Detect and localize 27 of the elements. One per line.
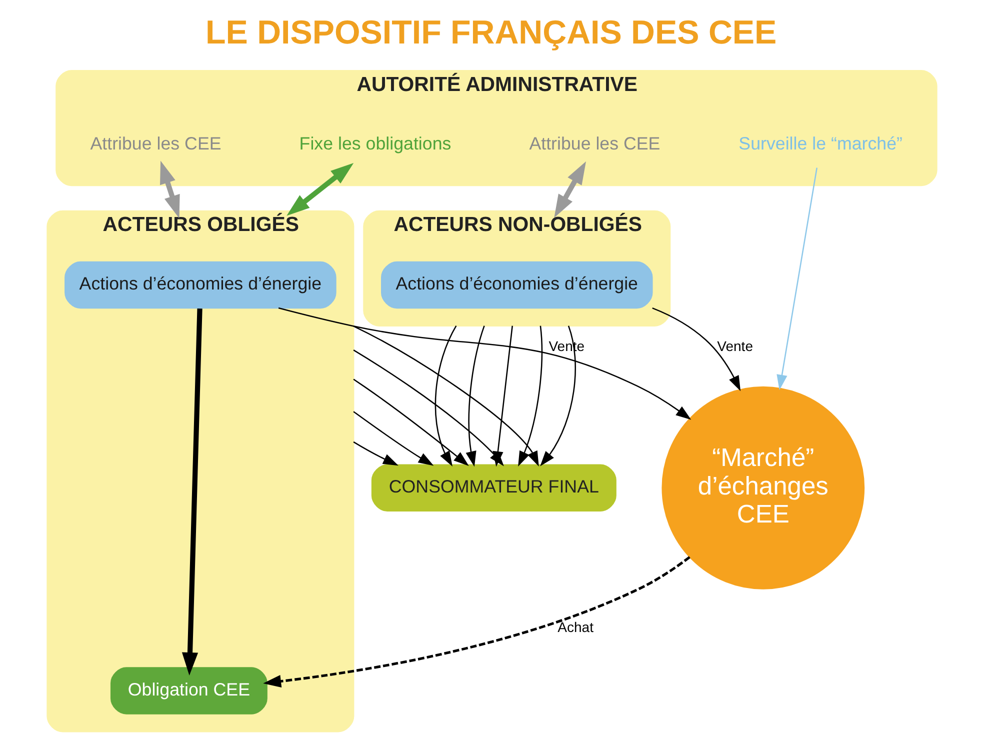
arrow [262, 556, 690, 688]
node-circle: “Marché” d’échanges CEE [661, 386, 864, 590]
node-box: Obligation CEE [110, 667, 267, 714]
edge-label: Achat [557, 618, 593, 635]
node-box: Actions d’économies d’énergie [380, 261, 652, 309]
node-text: Surveille le “marché” [738, 133, 902, 154]
node-box: Actions d’économies d’énergie [64, 261, 336, 309]
arrow [465, 326, 484, 467]
arrow [352, 378, 468, 466]
node-text: Fixe les obligations [298, 133, 451, 154]
arrow [518, 326, 542, 467]
arrow [776, 168, 818, 390]
arrow [286, 162, 354, 216]
node-box: CONSOMMATEUR FINAL [370, 464, 616, 512]
arrow [434, 326, 456, 466]
diagram-title: LE DISPOSITIF FRANÇAIS DES CEE [205, 14, 776, 52]
arrow [352, 411, 434, 466]
arrow [160, 160, 180, 218]
node-text: Attribue les CEE [528, 133, 660, 154]
arrow [554, 161, 586, 218]
edge-label: Vente [716, 338, 753, 354]
arrow [652, 307, 740, 392]
arrow [181, 308, 202, 676]
arrow [278, 307, 691, 420]
arrow [540, 326, 576, 466]
arrow [352, 441, 398, 466]
node-text: Attribue les CEE [90, 133, 221, 154]
